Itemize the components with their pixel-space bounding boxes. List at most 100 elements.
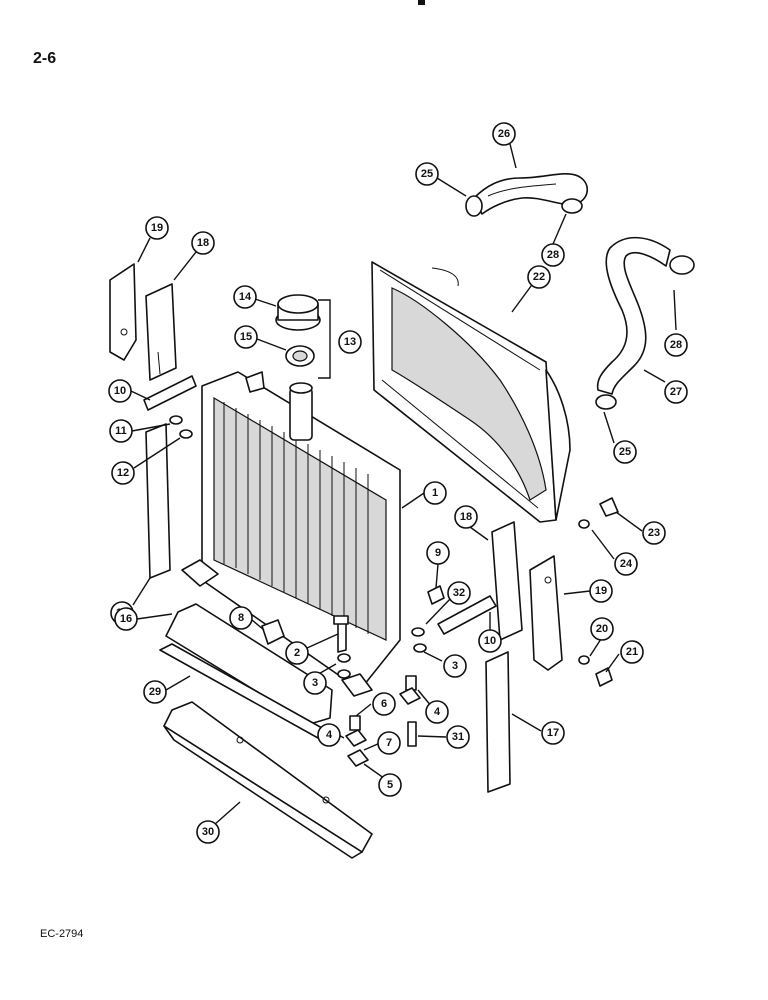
svg-text:11: 11 — [115, 425, 127, 437]
page-number: 2-6 — [33, 50, 57, 67]
callout-29: 29 — [143, 680, 167, 704]
callout-30: 30 — [196, 820, 220, 844]
svg-text:18: 18 — [460, 511, 472, 523]
svg-text:2: 2 — [294, 647, 300, 659]
washer-nut — [169, 415, 193, 439]
bolt — [333, 615, 349, 653]
callout-2: 2 — [285, 641, 309, 665]
callout-8: 8 — [229, 606, 253, 630]
callout-10: 10 — [108, 379, 132, 403]
callout-11: 11 — [109, 419, 133, 443]
callout-21: 21 — [620, 640, 644, 664]
callout-28: 28 — [664, 333, 688, 357]
svg-text:26: 26 — [498, 128, 510, 140]
bottom-seal — [165, 603, 333, 725]
callout-32: 32 — [447, 581, 471, 605]
callout-4: 4 — [317, 723, 341, 747]
bracket — [318, 299, 331, 379]
svg-text:30: 30 — [202, 826, 214, 838]
callout-4: 4 — [425, 700, 449, 724]
svg-text:32: 32 — [453, 587, 465, 599]
svg-text:31: 31 — [452, 731, 464, 743]
callout-5: 5 — [378, 773, 402, 797]
svg-text:23: 23 — [648, 527, 660, 539]
callout-27: 27 — [664, 380, 688, 404]
callout-18: 18 — [191, 231, 215, 255]
svg-text:24: 24 — [620, 558, 633, 570]
svg-text:10: 10 — [484, 635, 496, 647]
callout-23: 23 — [642, 521, 666, 545]
document-code: EC-2794 — [40, 928, 84, 940]
registration-mark — [418, 0, 425, 5]
svg-text:20: 20 — [596, 623, 608, 635]
svg-text:6: 6 — [381, 698, 387, 710]
svg-text:13: 13 — [344, 336, 356, 348]
svg-text:19: 19 — [595, 585, 607, 597]
svg-text:28: 28 — [670, 339, 682, 351]
callout-20: 20 — [590, 617, 614, 641]
callout-7: 7 — [377, 731, 401, 755]
svg-text:9: 9 — [435, 547, 441, 559]
washer — [337, 519, 590, 679]
svg-text:15: 15 — [240, 331, 252, 343]
stud — [407, 721, 417, 747]
svg-text:19: 19 — [151, 222, 163, 234]
lower-radiator-hose — [596, 236, 671, 395]
callout-13: 13 — [338, 330, 362, 354]
callout-28: 28 — [541, 243, 565, 267]
svg-text:7: 7 — [386, 737, 392, 749]
callout-3: 3 — [303, 671, 327, 695]
radiator-cap — [275, 294, 321, 331]
fan-shroud — [371, 261, 571, 523]
drain-cock — [261, 619, 285, 645]
side-seal-strip — [485, 651, 511, 793]
callout-3: 3 — [443, 654, 467, 678]
callout-26: 26 — [492, 122, 516, 146]
hose-clamp — [595, 255, 695, 410]
svg-text:10: 10 — [114, 385, 126, 397]
upper-radiator-hose — [473, 172, 589, 215]
pad — [345, 687, 421, 767]
svg-text:28: 28 — [547, 249, 559, 261]
callout-12: 12 — [111, 461, 135, 485]
side-seal — [145, 283, 177, 381]
strap-plate — [143, 375, 197, 411]
svg-text:16: 16 — [120, 613, 132, 625]
callout-6: 6 — [372, 692, 396, 716]
side-seal — [491, 521, 523, 641]
radiator — [181, 371, 401, 697]
callout-19: 19 — [145, 216, 169, 240]
callout-14: 14 — [233, 285, 257, 309]
mounting-bracket — [529, 555, 563, 671]
strap-plate — [437, 595, 497, 635]
callout-9: 9 — [426, 541, 450, 565]
svg-text:29: 29 — [149, 686, 161, 698]
bolt — [595, 497, 619, 687]
svg-text:17: 17 — [547, 727, 559, 739]
bolt — [427, 585, 445, 605]
callout-25: 25 — [613, 440, 637, 464]
hose-clamp — [465, 195, 583, 217]
svg-text:8: 8 — [238, 612, 244, 624]
mounting-bracket — [109, 263, 137, 361]
svg-text:18: 18 — [197, 237, 209, 249]
callout-18: 18 — [454, 505, 478, 529]
leader-lines — [130, 143, 677, 826]
svg-text:4: 4 — [434, 706, 441, 718]
cap-seal — [285, 345, 315, 367]
callout-31: 31 — [446, 725, 470, 749]
svg-text:4: 4 — [326, 729, 333, 741]
svg-text:14: 14 — [239, 291, 252, 303]
svg-text:25: 25 — [619, 446, 631, 458]
svg-text:27: 27 — [670, 386, 682, 398]
svg-text:22: 22 — [533, 271, 545, 283]
svg-text:21: 21 — [626, 646, 638, 658]
support-channel — [163, 701, 373, 859]
svg-text:3: 3 — [312, 677, 318, 689]
svg-text:5: 5 — [387, 779, 393, 791]
svg-text:25: 25 — [421, 168, 433, 180]
svg-text:1: 1 — [432, 487, 438, 499]
callout-19: 19 — [589, 579, 613, 603]
svg-text:3: 3 — [452, 660, 458, 672]
